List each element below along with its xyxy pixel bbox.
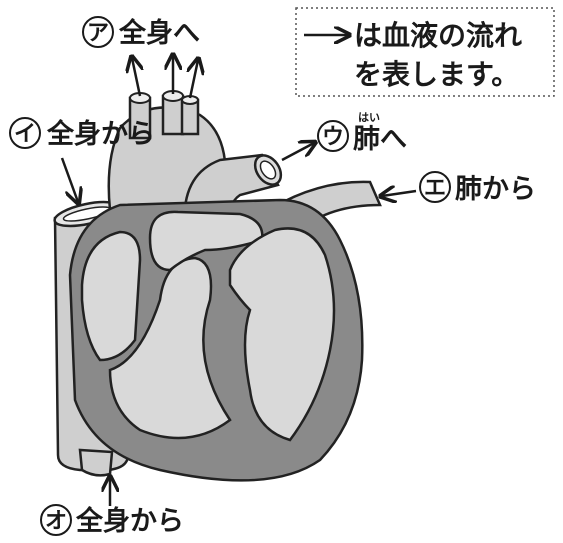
label-i-text: 全身から — [46, 118, 155, 150]
marker-o: オ — [45, 509, 67, 534]
label-u-text: 肺へ — [353, 124, 407, 155]
arrow-u — [282, 143, 314, 160]
label-u-ruby: はい — [358, 111, 380, 124]
label-a: ア 全身へ — [83, 17, 200, 98]
label-e: エ 肺から — [382, 172, 536, 205]
legend-line-2: を表します。 — [354, 58, 519, 91]
label-a-text: 全身へ — [118, 17, 200, 49]
label-o-text: 全身から — [75, 505, 184, 537]
label-e-text: 肺から — [455, 174, 536, 205]
legend-box: は血液の流れ を表します。 — [296, 8, 554, 96]
arrow-a-right — [190, 60, 198, 98]
arrow-a-left — [132, 58, 140, 96]
inferior-vena-cava — [80, 450, 112, 475]
label-u: はい ウ 肺へ — [282, 111, 407, 160]
legend-line-1: は血液の流れ — [354, 19, 522, 52]
right-atrium — [82, 232, 140, 360]
arrow-i — [62, 158, 78, 202]
label-o: オ 全身から — [41, 478, 184, 537]
marker-i: イ — [14, 122, 36, 147]
marker-a: ア — [87, 21, 109, 46]
arrow-e — [382, 191, 416, 196]
marker-u: ウ — [322, 125, 344, 150]
marker-e: エ — [424, 176, 446, 201]
